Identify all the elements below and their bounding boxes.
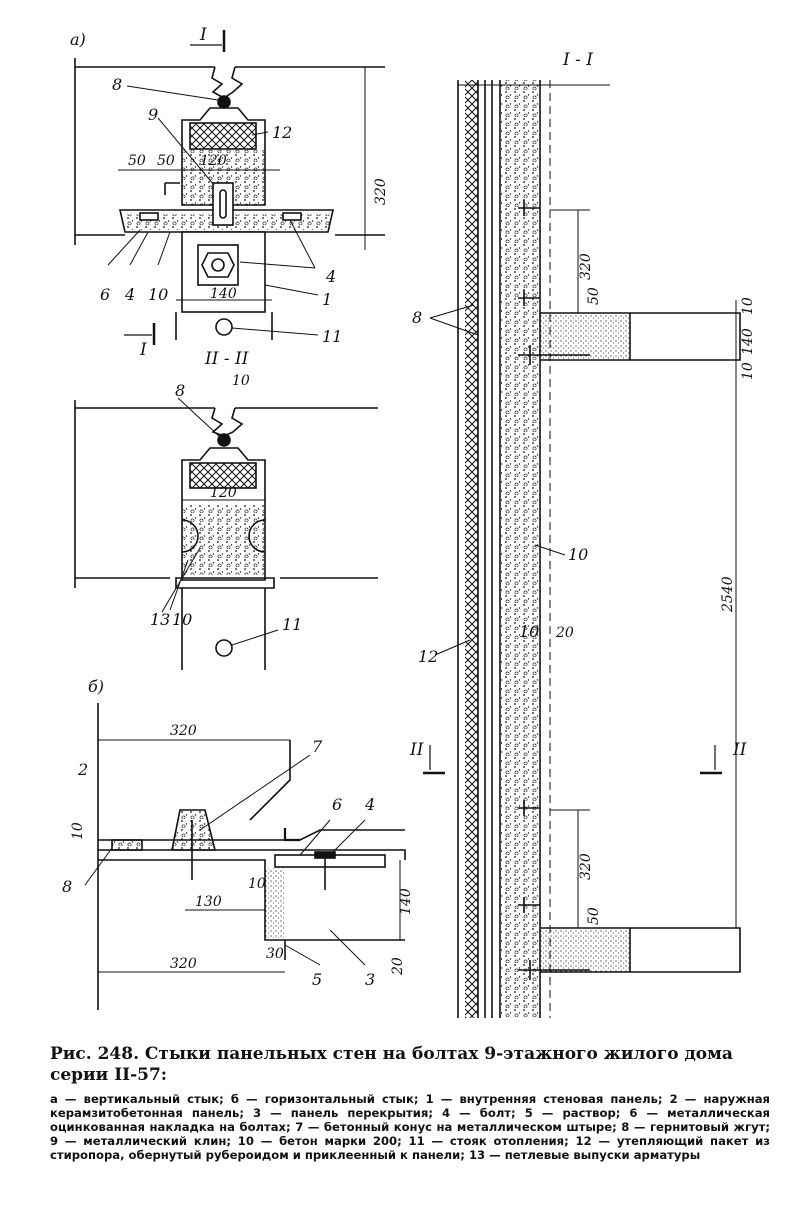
dim-10: 10 — [232, 373, 250, 389]
section-mark-II-left: II — [409, 740, 424, 760]
fig-a-label: a) — [70, 30, 86, 49]
dim-10: 10 — [740, 362, 756, 380]
dim-50: 50 — [586, 907, 602, 925]
callout-4: 4 — [325, 267, 336, 286]
dim-140: 140 — [210, 286, 237, 302]
dim-50: 50 — [157, 153, 175, 169]
callout-5: 5 — [312, 970, 322, 989]
callout-12: 12 — [272, 123, 292, 142]
callout-12: 12 — [418, 647, 438, 666]
callout-4: 4 — [124, 285, 135, 304]
caption-title: Рис. 248. Стыки панельных стен на болтах… — [50, 1044, 733, 1085]
dim-320: 320 — [578, 853, 594, 880]
dim-320: 320 — [170, 723, 197, 739]
callout-11: 11 — [282, 615, 302, 634]
section-I-I — [423, 80, 741, 1018]
dim-320: 320 — [373, 178, 389, 205]
callout-10: 10 — [148, 285, 168, 304]
fig-a-vertical-joint — [74, 30, 385, 345]
callout-1: 1 — [322, 290, 332, 309]
callout-7: 7 — [312, 737, 323, 756]
dim-320: 320 — [170, 956, 197, 972]
dim-50: 50 — [128, 153, 146, 169]
section-mark-I-left: I — [139, 340, 147, 360]
callout-13: 13 — [150, 610, 170, 629]
callout-8: 8 — [62, 877, 72, 896]
dim-130: 130 — [195, 894, 222, 910]
fig-b-horizontal-joint — [84, 703, 406, 1010]
callout-4: 4 — [364, 795, 375, 814]
callout-8: 8 — [412, 308, 422, 327]
section-title-II-II: II - II — [204, 349, 249, 369]
dim-10: 10 — [70, 822, 86, 840]
callout-10: 10 — [172, 610, 192, 629]
dim-30: 30 — [266, 946, 284, 962]
dim-120: 120 — [200, 153, 227, 169]
callout-9: 9 — [148, 105, 158, 124]
section-mark-II-right: II — [732, 740, 747, 760]
callout-11: 11 — [322, 327, 342, 346]
callout-10: 10 — [568, 545, 588, 564]
callout-8: 8 — [112, 75, 122, 94]
dim-20: 20 — [390, 957, 406, 976]
dim-10: 10 — [248, 876, 266, 892]
callout-8: 8 — [175, 381, 185, 400]
callout-6: 6 — [332, 795, 342, 814]
figure-caption: Рис. 248. Стыки панельных стен на болтах… — [50, 1044, 770, 1162]
fig-b-label: б) — [88, 677, 104, 696]
callout-3: 3 — [365, 970, 375, 989]
dim-140: 140 — [740, 328, 756, 355]
section-title-I-I: I - I — [562, 50, 593, 70]
dim-2540: 2540 — [720, 576, 736, 613]
dim-20: 20 — [555, 625, 574, 641]
callout-6: 6 — [100, 285, 110, 304]
dim-320: 320 — [578, 253, 594, 280]
section-II-II — [74, 397, 378, 670]
dim-10: 10 — [740, 297, 756, 315]
joint-drawing: a) I I 8 9 12 50 50 120 320 6 4 10 4 140… — [62, 25, 756, 1018]
callout-2: 2 — [77, 760, 88, 779]
callout-10: 10 — [519, 622, 539, 641]
dim-140: 140 — [398, 888, 414, 915]
section-mark-I-top: I — [199, 25, 207, 45]
caption-legend: а — вертикальный стык; б — горизонтальны… — [50, 1092, 770, 1162]
dim-50: 50 — [586, 287, 602, 305]
dim-120: 120 — [210, 485, 237, 501]
